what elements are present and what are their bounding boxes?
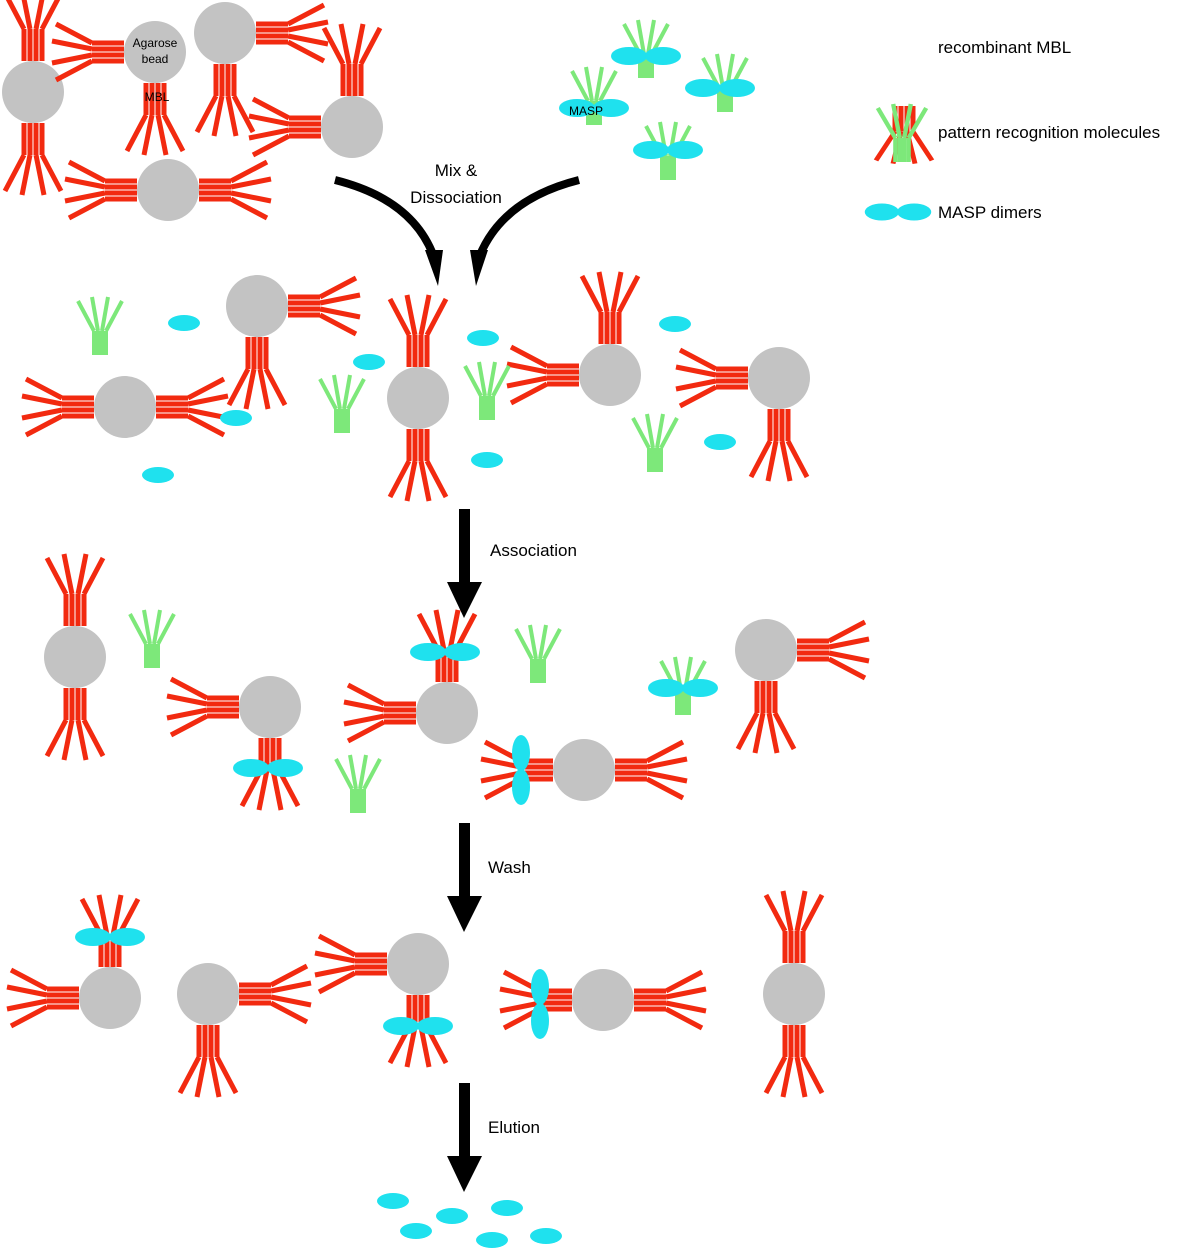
bead-label: Agarose	[133, 36, 178, 50]
prm-free	[128, 608, 176, 670]
masp-free	[659, 316, 691, 332]
mbl-bead-masp-complex	[500, 969, 706, 1039]
mbl-bead-complex	[763, 891, 825, 1097]
masp-free	[704, 434, 736, 450]
mbl-label: MBL	[145, 90, 170, 104]
mix-dissociation-label: Dissociation	[410, 188, 502, 207]
prm-free	[334, 753, 382, 815]
mbl-bead-masp-complex	[7, 895, 145, 1029]
prm-masp-complex	[648, 655, 718, 717]
prm-free	[631, 412, 679, 474]
row-1-prm-masp-mixture: MASP	[559, 18, 755, 182]
mbl-bead-complex	[676, 347, 810, 481]
mbl-bead-complex	[2, 0, 64, 195]
elution-arrow	[447, 1083, 482, 1192]
mbl-bead-complex	[735, 619, 869, 753]
mbl-bead-masp-complex	[315, 933, 453, 1067]
row-1-mbl-beads: Agarose bead MBL	[2, 0, 383, 221]
masp-label: MASP	[569, 104, 603, 118]
elution-label: Elution	[488, 1118, 540, 1137]
masp-free	[142, 467, 174, 483]
masp-free	[400, 1223, 432, 1239]
mbl-bead-complex	[226, 275, 360, 409]
masp-free	[377, 1193, 409, 1209]
row-5-eluted-masp	[377, 1193, 562, 1248]
mbl-bead-complex	[22, 376, 228, 438]
legend: recombinant MBL pattern recognition mole…	[864, 38, 1160, 222]
row-4-washed	[7, 891, 825, 1097]
prm-free	[318, 373, 366, 435]
legend-masp-swatch	[864, 203, 932, 221]
prm-masp-complex	[633, 120, 703, 182]
wash-arrow	[447, 823, 482, 932]
masp-free	[476, 1232, 508, 1248]
mbl-bead-masp-complex	[344, 610, 480, 744]
mbl-bead-masp-complex	[481, 735, 687, 805]
mix-dissociation-label: Mix &	[435, 161, 478, 180]
mbl-bead-complex	[44, 554, 106, 760]
prm-free	[514, 623, 562, 685]
mbl-bead-masp-complex	[167, 676, 303, 810]
mbl-bead-complex	[177, 963, 311, 1097]
mix-arrows	[334, 176, 580, 286]
masp-free	[471, 452, 503, 468]
legend-masp-label: MASP dimers	[938, 203, 1042, 222]
prm-masp-complex	[611, 18, 681, 80]
mbl-bead-complex	[65, 159, 271, 221]
masp-free	[530, 1228, 562, 1244]
mbl-bead-complex	[387, 295, 449, 501]
mbl-bead-complex	[507, 272, 641, 406]
masp-free	[353, 354, 385, 370]
masp-free	[491, 1200, 523, 1216]
association-label: Association	[490, 541, 577, 560]
masp-free	[467, 330, 499, 346]
legend-prm-label: pattern recognition molecules	[938, 123, 1160, 142]
wash-label: Wash	[488, 858, 531, 877]
masp-free	[220, 410, 252, 426]
bead-label: bead	[142, 52, 169, 66]
masp-free	[436, 1208, 468, 1224]
prm-free	[463, 360, 511, 422]
row-2-dissociated-mixture	[22, 272, 810, 501]
legend-mbl-label: recombinant MBL	[938, 38, 1071, 57]
masp-free	[168, 315, 200, 331]
prm-free	[76, 295, 124, 357]
association-arrow	[447, 509, 482, 618]
prm-masp-complex	[685, 52, 755, 114]
